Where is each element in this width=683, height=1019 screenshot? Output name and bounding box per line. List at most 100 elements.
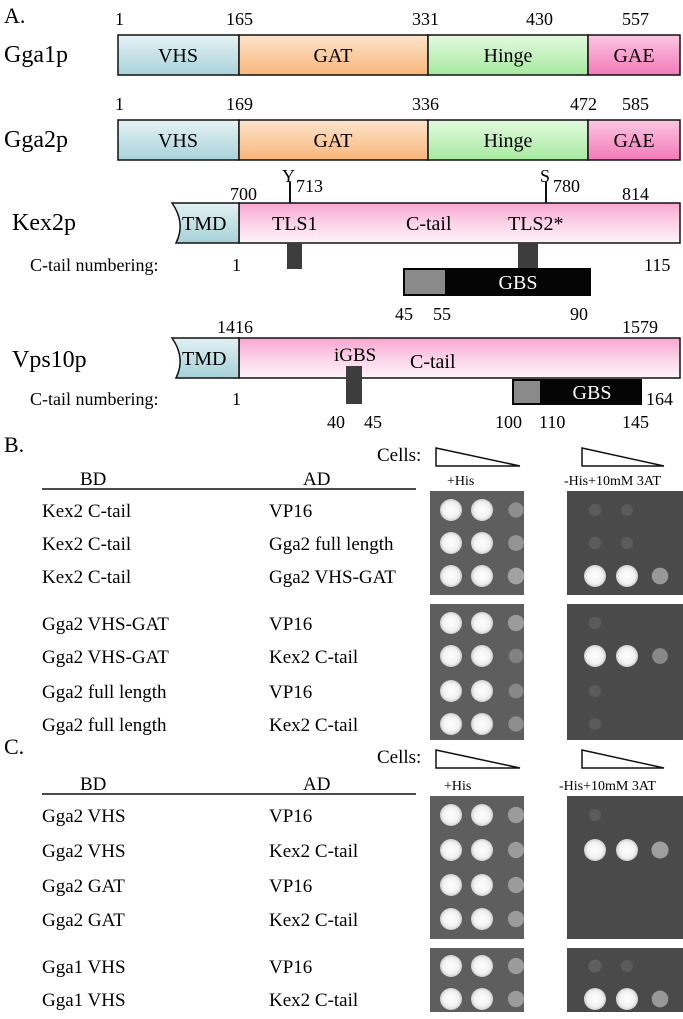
yeast-colony-spot bbox=[440, 713, 462, 735]
gga2p-num-585: 585 bbox=[622, 94, 649, 114]
yeast-colony-spot bbox=[440, 874, 462, 896]
vps10p-tmd-label: TMD bbox=[182, 348, 226, 370]
ad-construct-label: VP16 bbox=[269, 682, 312, 703]
gga1p-gae-label: GAE bbox=[613, 45, 654, 67]
vps10p-tmd-domain bbox=[170, 337, 240, 379]
yeast-colony-spot bbox=[620, 536, 634, 550]
yeast-colony-spot bbox=[440, 532, 462, 554]
vps10p-gbs-num-145: 145 bbox=[622, 412, 649, 432]
panel-b-dilution-wedge-minus bbox=[581, 447, 665, 467]
gga1p-num-331: 331 bbox=[412, 9, 439, 29]
kex2p-gbs-num-45: 45 bbox=[395, 304, 413, 324]
panel-c-minus-his: -His+10mM 3AT bbox=[559, 779, 656, 794]
panel-b-cells-label: Cells: bbox=[377, 445, 421, 466]
yeast-colony-spot bbox=[471, 804, 493, 826]
yeast-colony-spot bbox=[507, 876, 525, 894]
vps10p-numbering-label: C-tail numbering: bbox=[30, 389, 158, 409]
bd-construct-label: Gga2 VHS bbox=[42, 806, 126, 827]
panel-b-label: B. bbox=[4, 432, 24, 457]
gga2p-num-169: 169 bbox=[226, 94, 253, 114]
yeast-colony-spot bbox=[440, 612, 462, 634]
yeast-colony-spot bbox=[440, 680, 462, 702]
gga1p-num-1: 1 bbox=[115, 9, 124, 29]
panel-c-dilution-wedge-plus bbox=[435, 749, 521, 769]
bd-construct-label: Kex2 C-tail bbox=[42, 534, 131, 555]
kex2p-gbs-num-55: 55 bbox=[433, 304, 451, 324]
gga1p-vhs-label: VHS bbox=[158, 45, 198, 67]
vps10p-end-num: 1579 bbox=[622, 317, 658, 337]
panel-c-plus-his: +His bbox=[444, 779, 471, 794]
kex2p-tls2-label: TLS2* bbox=[508, 213, 564, 235]
yeast-colony-spot bbox=[471, 908, 493, 930]
yeast-colony-spot bbox=[440, 499, 462, 521]
yeast-colony-spot bbox=[471, 680, 493, 702]
vps10p-start-num: 1416 bbox=[217, 317, 253, 337]
yeast-colony-spot bbox=[588, 616, 602, 630]
gga1p-num-165: 165 bbox=[226, 9, 253, 29]
bd-construct-label: Gga2 full length bbox=[42, 682, 167, 703]
panel-b-ad-header: AD bbox=[303, 469, 330, 490]
bd-construct-label: Gga2 VHS-GAT bbox=[42, 614, 169, 635]
yeast-colony-spot bbox=[471, 645, 493, 667]
kex2p-s-number: 780 bbox=[553, 176, 580, 196]
vps10p-igbs-marker bbox=[346, 366, 362, 404]
vps10p-numbering-end: 164 bbox=[646, 389, 673, 409]
yeast-colony-spot bbox=[440, 645, 462, 667]
yeast-colony-spot bbox=[588, 536, 602, 550]
vps10p-ctail-domain bbox=[238, 337, 681, 379]
vps10p-igbs-num-40: 40 bbox=[327, 412, 345, 432]
yeast-colony-spot bbox=[584, 645, 606, 667]
panel-c-dilution-wedge-minus bbox=[581, 749, 665, 769]
vps10p-igbs-label: iGBS bbox=[334, 345, 376, 366]
gga1p-diagram: Gga1p 1 165 331 430 557 VHS GAT Hinge GA… bbox=[4, 9, 681, 76]
yeast-colony-spot bbox=[440, 988, 462, 1010]
yeast-colony-spot bbox=[588, 503, 602, 517]
yeast-colony-spot bbox=[471, 839, 493, 861]
yeast-colony-spot bbox=[620, 503, 634, 517]
gga2p-hinge-label: Hinge bbox=[484, 130, 533, 152]
yeast-colony-spot bbox=[471, 612, 493, 634]
kex2p-numbering-label: C-tail numbering: bbox=[30, 255, 158, 275]
ad-construct-label: Kex2 C-tail bbox=[269, 910, 358, 931]
gga2p-vhs-label: VHS bbox=[158, 130, 198, 152]
bd-construct-label: Gga1 VHS bbox=[42, 957, 126, 978]
ad-construct-label: VP16 bbox=[269, 806, 312, 827]
panel-b-bd-header: BD bbox=[80, 469, 106, 490]
gga2p-vhs-domain bbox=[117, 119, 240, 161]
kex2p-numbering-start: 1 bbox=[232, 255, 241, 275]
yeast-colony-spot bbox=[508, 716, 524, 732]
yeast-colony-spot bbox=[440, 839, 462, 861]
gga1p-vhs-domain bbox=[117, 34, 240, 76]
ad-construct-label: Gga2 full length bbox=[269, 534, 394, 555]
gga1p-num-430: 430 bbox=[526, 9, 553, 29]
panel-c-ad-header: AD bbox=[303, 774, 330, 795]
yeast-colony-spot bbox=[620, 959, 634, 973]
gga2p-name: Gga2p bbox=[4, 127, 68, 153]
yeast-colony-spot bbox=[507, 567, 525, 585]
yeast-colony-spot bbox=[508, 535, 524, 551]
bd-construct-label: Kex2 C-tail bbox=[42, 567, 131, 588]
gga1p-name: Gga1p bbox=[4, 42, 68, 68]
vps10p-ctail-label: C-tail bbox=[410, 351, 456, 373]
gga1p-num-557: 557 bbox=[622, 9, 649, 29]
yeast-colony-spot bbox=[584, 565, 606, 587]
panel-b-dilution-wedge-plus bbox=[435, 447, 521, 467]
yeast-colony-spot bbox=[584, 839, 606, 861]
gga2p-hinge-domain bbox=[427, 119, 589, 161]
ad-construct-label: VP16 bbox=[269, 957, 312, 978]
kex2p-diagram: Kex2p 700 814 Y 713 S 780 TMD TLS1 C-tai… bbox=[12, 166, 681, 324]
yeast-colony-spot bbox=[584, 988, 606, 1010]
minus-his-plate bbox=[567, 796, 683, 939]
vps10p-numbering-start: 1 bbox=[232, 389, 241, 409]
kex2p-tls1-marker bbox=[287, 243, 302, 269]
gga2p-gae-label: GAE bbox=[613, 130, 654, 152]
bd-construct-label: Gga2 full length bbox=[42, 715, 167, 736]
gga1p-hinge-domain bbox=[427, 34, 589, 76]
ad-construct-label: Kex2 C-tail bbox=[269, 841, 358, 862]
panel-c-cells-label: Cells: bbox=[377, 747, 421, 768]
vps10p-gbs-num-110: 110 bbox=[539, 412, 565, 432]
yeast-colony-spot bbox=[588, 717, 602, 731]
panel-c-plates bbox=[430, 796, 683, 1012]
